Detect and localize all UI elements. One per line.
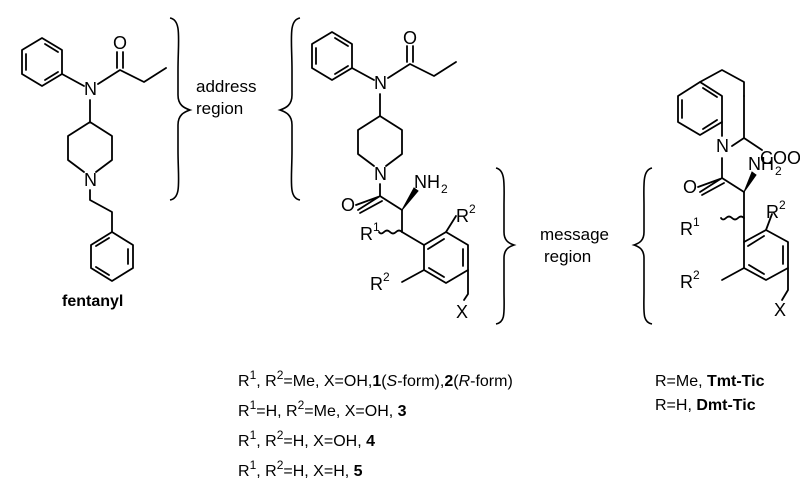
address-region-brace-right: [169, 17, 193, 201]
hybrid-alpha-wedge: [401, 187, 419, 211]
caption-line-3: R1, R2=H, X=OH, 4: [238, 428, 375, 450]
hybrid-r2-upper-label: R: [456, 206, 469, 226]
tic-r2-upper-superscript: 2: [779, 198, 786, 212]
tic-derivative-structure: N COOH O NH 2 R 1 R 2 R 2 X: [677, 69, 800, 320]
caption-line-4: R1, R2=H, X=H, 5: [238, 458, 363, 480]
tic-r2-upper-label: R: [766, 202, 779, 222]
address-region-label-line1: address: [196, 77, 256, 96]
fentanyl-phenethyl-ring: [90, 231, 134, 282]
message-region-label-line2: region: [544, 247, 591, 266]
message-region-brace-right: [495, 167, 517, 325]
hybrid-r2-lower-superscript: 2: [383, 270, 390, 284]
hybrid-phenyl-ring: [311, 31, 353, 81]
hybrid-amino-subscript: 2: [441, 182, 448, 196]
fentanyl-amide-nitrogen: N: [84, 79, 97, 99]
caption-line-2: R1=H, R2=Me, X=OH, 3: [238, 398, 407, 420]
hybrid-compound-structure: N O N O NH 2 R 1 R 2 R 2 X: [311, 28, 476, 322]
tic-dmt-ring: [743, 229, 789, 281]
message-region-label-line1: message: [540, 225, 609, 244]
hybrid-r1-label: R: [360, 224, 373, 244]
tic-x-label: X: [774, 300, 786, 320]
fentanyl-carbonyl-oxygen: O: [113, 33, 127, 53]
tic-r2-lower-label: R: [680, 272, 693, 292]
fentanyl-phenyl-ring: [21, 37, 63, 87]
hybrid-x-label: X: [456, 302, 468, 322]
tic-r1-superscript: 1: [693, 215, 700, 229]
caption-line-1: R1, R2=Me, X=OH,1(S-form),2(R-form): [238, 368, 513, 390]
tic-amino-subscript: 2: [775, 164, 782, 178]
hybrid-piperidine-nitrogen: N: [374, 164, 387, 184]
address-region-brace-left: [277, 17, 301, 201]
fentanyl-piperidine-nitrogen: N: [84, 170, 97, 190]
hybrid-amide-oxygen: O: [341, 195, 355, 215]
hybrid-r1-superscript: 1: [373, 220, 380, 234]
caption-tmt-tic: R=Me, Tmt-Tic: [655, 373, 765, 390]
message-region-brace-left: [631, 167, 653, 325]
fentanyl-label: fentanyl: [62, 293, 123, 310]
hybrid-carbonyl-oxygen: O: [403, 28, 417, 48]
hybrid-r2-lower-label: R: [370, 274, 383, 294]
hybrid-amino-nh: NH: [414, 172, 440, 192]
tic-r2-lower-superscript: 2: [693, 268, 700, 282]
caption-dmt-tic: R=H, Dmt-Tic: [655, 397, 756, 414]
tic-carboxyl: COOH: [760, 148, 800, 168]
tic-wavy-bond: [720, 215, 745, 221]
tic-benzo-ring: [677, 81, 723, 136]
tic-amino-nh: NH: [748, 154, 774, 174]
hybrid-r2-upper-superscript: 2: [469, 202, 476, 216]
fentanyl-structure: N O N fentanyl: [21, 33, 167, 310]
hybrid-wavy-bond: [378, 229, 403, 235]
tic-r1-label: R: [680, 219, 693, 239]
hybrid-amide-nitrogen: N: [374, 73, 387, 93]
address-region-label-line2: region: [196, 99, 243, 118]
tic-alpha-wedge: [743, 171, 757, 193]
hybrid-dmt-ring: [423, 231, 469, 284]
tic-amide-oxygen: O: [683, 177, 697, 197]
tic-ring-nitrogen: N: [716, 136, 729, 156]
